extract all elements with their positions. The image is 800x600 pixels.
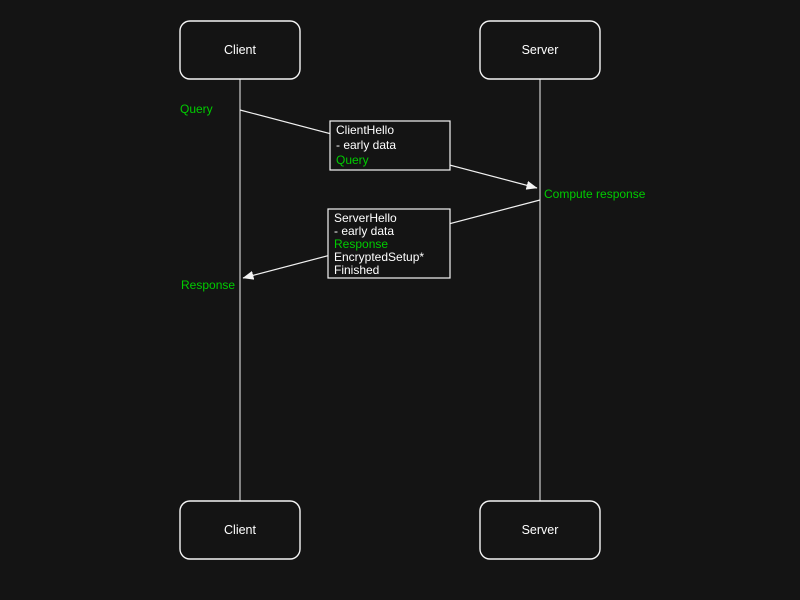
actor-client-top: Client <box>179 20 301 80</box>
query-payload-line: Query <box>336 153 369 167</box>
actor-label-client-bottom: Client <box>224 523 256 537</box>
response-label: Response <box>181 278 235 292</box>
query-label: Query <box>180 102 213 116</box>
encrypted-setup-line: EncryptedSetup* <box>334 250 424 264</box>
serverhello-line: ServerHello <box>334 211 397 225</box>
actor-server-top: Server <box>479 20 601 80</box>
clienthello-message-box: ClientHello - early data Query <box>329 120 451 171</box>
clienthello-line: ClientHello <box>336 123 394 137</box>
actor-box <box>479 500 601 560</box>
actor-label-client-top: Client <box>224 43 256 57</box>
early-data-line: - early data <box>334 224 394 238</box>
serverhello-box-border <box>327 208 451 279</box>
response-payload-line: Response <box>334 237 388 251</box>
actor-box <box>179 500 301 560</box>
actor-box <box>479 20 601 80</box>
early-data-line: - early data <box>336 138 396 152</box>
finished-line: Finished <box>334 263 379 277</box>
serverhello-message-box: ServerHello - early data Response Encryp… <box>327 208 451 279</box>
clienthello-box-border <box>329 120 451 171</box>
actor-server-bottom: Server <box>479 500 601 560</box>
actor-label-server-bottom: Server <box>522 523 559 537</box>
actor-label-server-top: Server <box>522 43 559 57</box>
compute-response-label: Compute response <box>544 187 646 201</box>
actor-box <box>179 20 301 80</box>
actor-client-bottom: Client <box>179 500 301 560</box>
